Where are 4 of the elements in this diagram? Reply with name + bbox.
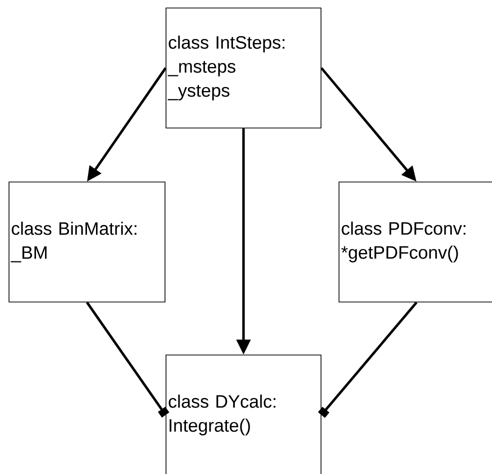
- class-box: class DYcalc: Integrate(): [166, 354, 322, 474]
- class-box: class IntSteps: _msteps _ysteps: [166, 8, 322, 128]
- class-box: class BinMatrix: _BM: [8, 182, 166, 302]
- class-box: class PDFconv: *getPDFconv(): [338, 182, 492, 302]
